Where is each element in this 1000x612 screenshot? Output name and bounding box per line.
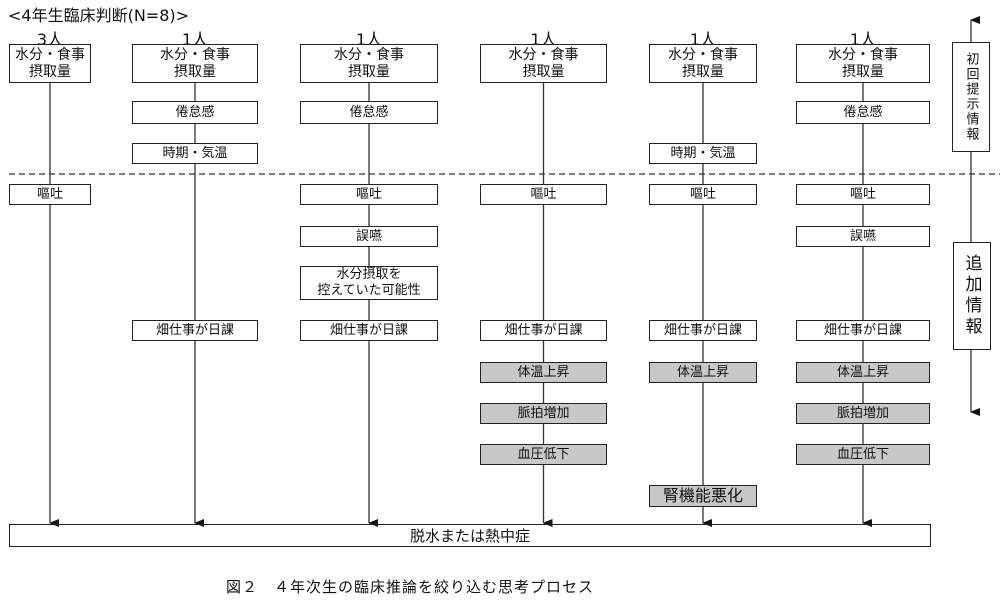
finding-box-top: 水分・食事 摂取量 xyxy=(300,44,438,83)
finding-box-top: 水分・食事 摂取量 xyxy=(132,44,258,83)
finding-box-pulse: 脈拍増加 xyxy=(796,403,930,424)
finding-label: 時期・気温 xyxy=(162,145,228,161)
finding-box-farm: 畑仕事が日課 xyxy=(796,320,930,341)
finding-label: 嘔吐 xyxy=(36,186,63,202)
finding-box-season: 時期・気温 xyxy=(132,143,258,164)
finding-label: 腎機能悪化 xyxy=(662,486,743,505)
finding-box-temp: 体温上昇 xyxy=(480,362,607,383)
finding-box-pulse: 脈拍増加 xyxy=(480,403,607,424)
finding-label: 倦怠感 xyxy=(843,104,883,120)
finding-box-vomit: 嘔吐 xyxy=(649,184,757,205)
finding-box-bp: 血圧低下 xyxy=(796,444,930,465)
finding-box-top: 水分・食事 摂取量 xyxy=(480,44,607,83)
finding-label: 嘔吐 xyxy=(849,186,876,202)
finding-label: 嘔吐 xyxy=(355,186,382,202)
finding-box-fatigue: 倦怠感 xyxy=(132,101,258,124)
finding-box-aspiration: 誤嚥 xyxy=(796,226,930,247)
finding-box-top: 水分・食事 摂取量 xyxy=(796,44,930,83)
finding-label: 水分・食事 摂取量 xyxy=(668,46,738,80)
finding-label: 畑仕事が日課 xyxy=(504,322,583,338)
finding-box-season: 時期・気温 xyxy=(649,143,757,164)
finding-box-vomit: 嘔吐 xyxy=(9,184,91,205)
finding-label: 水分摂取を 控えていた可能性 xyxy=(317,267,421,298)
additional-info-label: 追加情報 xyxy=(961,254,982,338)
finding-box-restrict: 水分摂取を 控えていた可能性 xyxy=(300,266,438,300)
finding-label: 倦怠感 xyxy=(175,104,215,120)
finding-label: 体温上昇 xyxy=(517,364,570,380)
finding-box-aspiration: 誤嚥 xyxy=(300,226,438,247)
finding-label: 畑仕事が日課 xyxy=(329,322,408,338)
finding-label: 時期・気温 xyxy=(670,145,736,161)
initial-info-label-box: 初回提示情報 xyxy=(952,42,990,152)
finding-label: 脈拍増加 xyxy=(836,405,889,421)
finding-label: 水分・食事 摂取量 xyxy=(15,46,85,80)
finding-box-vomit: 嘔吐 xyxy=(300,184,438,205)
final-outcome-box: 脱水または熱中症 xyxy=(9,524,931,547)
finding-label: 畑仕事が日課 xyxy=(823,322,902,338)
finding-label: 水分・食事 摂取量 xyxy=(334,46,404,80)
finding-label: 体温上昇 xyxy=(676,364,729,380)
finding-label: 誤嚥 xyxy=(355,228,382,244)
additional-info-label-box: 追加情報 xyxy=(953,242,991,350)
finding-label: 脈拍増加 xyxy=(517,405,570,421)
finding-label: 血圧低下 xyxy=(836,446,889,462)
finding-label: 体温上昇 xyxy=(836,364,889,380)
finding-label: 血圧低下 xyxy=(517,446,570,462)
finding-box-kidney: 腎機能悪化 xyxy=(649,485,757,507)
initial-info-label: 初回提示情報 xyxy=(963,52,979,142)
finding-box-fatigue: 倦怠感 xyxy=(300,101,438,124)
finding-label: 水分・食事 摂取量 xyxy=(160,46,230,80)
finding-label: 倦怠感 xyxy=(349,104,389,120)
finding-box-vomit: 嘔吐 xyxy=(796,184,930,205)
finding-box-farm: 畑仕事が日課 xyxy=(300,320,438,341)
finding-box-bp: 血圧低下 xyxy=(480,444,607,465)
finding-label: 嘔吐 xyxy=(530,186,557,202)
finding-label: 畑仕事が日課 xyxy=(155,322,234,338)
finding-box-farm: 畑仕事が日課 xyxy=(132,320,258,341)
finding-label: 嘔吐 xyxy=(689,186,716,202)
finding-label: 誤嚥 xyxy=(849,228,876,244)
finding-box-fatigue: 倦怠感 xyxy=(796,101,930,124)
finding-label: 畑仕事が日課 xyxy=(663,322,742,338)
finding-box-vomit: 嘔吐 xyxy=(480,184,607,205)
finding-box-farm: 畑仕事が日課 xyxy=(480,320,607,341)
finding-box-temp: 体温上昇 xyxy=(649,362,757,383)
diagram-title: <4年生臨床判断(N=8)> xyxy=(8,6,190,25)
final-outcome-label: 脱水または熱中症 xyxy=(409,527,530,545)
figure-caption: 図２ ４年次生の臨床推論を絞り込む思考プロセス xyxy=(226,578,595,596)
finding-box-farm: 畑仕事が日課 xyxy=(649,320,757,341)
finding-label: 水分・食事 摂取量 xyxy=(508,46,579,80)
finding-box-temp: 体温上昇 xyxy=(796,362,930,383)
finding-box-top: 水分・食事 摂取量 xyxy=(649,44,757,83)
finding-label: 水分・食事 摂取量 xyxy=(828,46,898,80)
finding-box-top: 水分・食事 摂取量 xyxy=(9,44,91,83)
